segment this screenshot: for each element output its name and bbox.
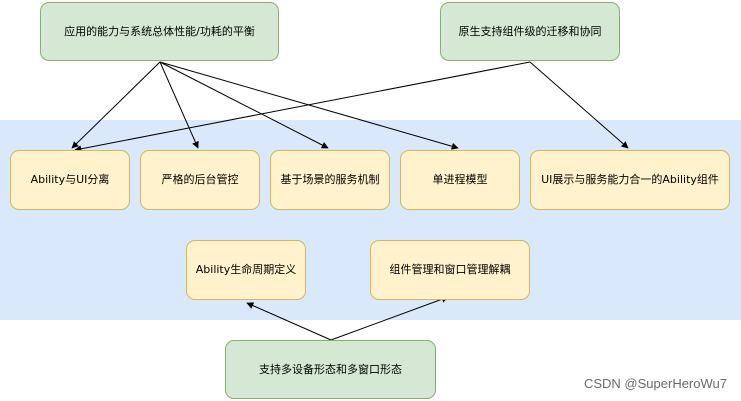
node-performance-balance: 应用的能力与系统总体性能/功耗的平衡	[40, 2, 279, 61]
node-ability-ui-separation: Ability与UI分离	[10, 150, 130, 210]
node-multi-device-label: 支持多设备形态和多窗口形态	[259, 362, 402, 376]
edge-balance-to-strict-background	[159, 61, 199, 149]
edge-balance-to-ability-ui	[71, 61, 161, 149]
node-native-migration-label: 原生支持组件级的迁移和协同	[458, 24, 602, 38]
edge-multidevice-to-component-window	[330, 295, 449, 341]
node-multi-device: 支持多设备形态和多窗口形态	[225, 340, 436, 399]
edge-balance-to-scene-service	[159, 61, 329, 149]
edge-migration-to-ability-ui	[74, 61, 531, 153]
node-strict-background-label: 严格的后台管控	[161, 173, 239, 187]
node-single-process: 单进程模型	[400, 150, 520, 210]
node-scene-service: 基于场景的服务机制	[270, 150, 390, 210]
node-ability-ui-separation-label: Ability与UI分离	[30, 173, 110, 187]
node-ui-service-merge: UI展示与服务能力合一的Ability组件	[530, 150, 730, 210]
node-lifecycle: Ability生命周期定义	[186, 240, 306, 300]
watermark-text: CSDN @SuperHeroWu7	[583, 376, 727, 391]
node-performance-balance-label: 应用的能力与系统总体性能/功耗的平衡	[64, 24, 255, 38]
node-single-process-label: 单进程模型	[432, 173, 488, 187]
node-scene-service-label: 基于场景的服务机制	[280, 173, 380, 187]
node-lifecycle-label: Ability生命周期定义	[195, 263, 297, 277]
edge-multidevice-to-lifecycle	[246, 302, 332, 341]
node-strict-background: 严格的后台管控	[140, 150, 260, 210]
node-component-window: 组件管理和窗口管理解耦	[370, 240, 530, 300]
node-native-migration: 原生支持组件级的迁移和协同	[440, 2, 620, 61]
node-ui-service-merge-label: UI展示与服务能力合一的Ability组件	[541, 173, 719, 187]
node-component-window-label: 组件管理和窗口管理解耦	[389, 263, 511, 277]
edge-migration-to-ui-service-merge	[529, 61, 629, 149]
